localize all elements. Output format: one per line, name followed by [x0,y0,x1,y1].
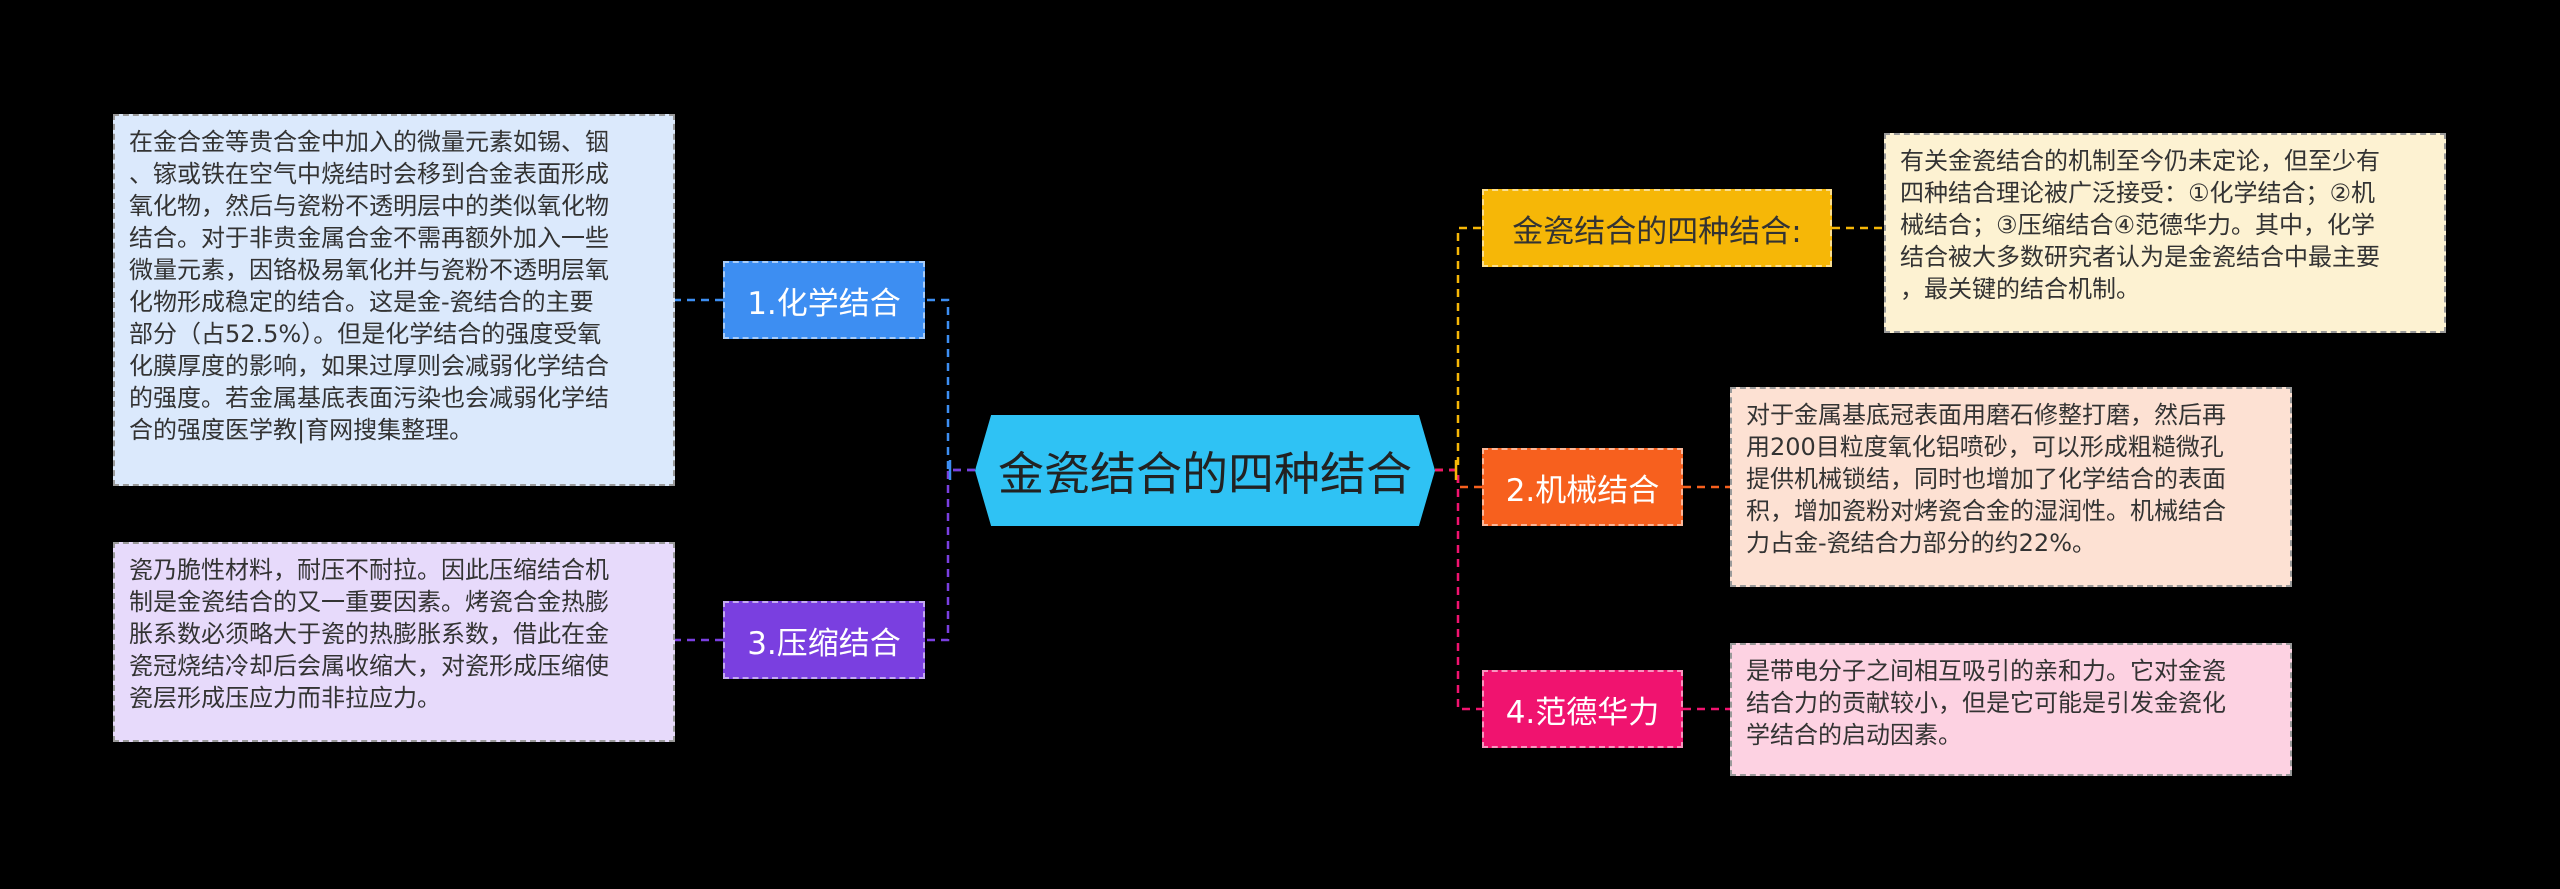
note-line: 积，增加瓷粉对烤瓷合金的湿润性。机械结合 [1746,497,2226,525]
note-line: 力占金-瓷结合力部分的约22%。 [1746,529,2097,557]
branch-van-der-waals[interactable]: 4.范德华力 [1482,670,1683,748]
note-line: 瓷层形成压应力而非拉应力。 [129,684,441,712]
central-topic-label: 金瓷结合的四种结合 [998,446,1412,501]
note-line: 瓷冠烧结冷却后会属收缩大，对瓷形成压缩使 [129,652,609,680]
note-line: 瓷乃脆性材料，耐压不耐拉。因此压缩结合机 [129,556,609,584]
note-line: 化物形成稳定的结合。这是金-瓷结合的主要 [129,288,594,316]
note-line: 结合。对于非贵金属合金不需再额外加入一些 [129,224,609,252]
note-line: 的强度。若金属基底表面污染也会减弱化学结 [129,384,609,412]
note-chemical-bond: 在金合金等贵合金中加入的微量元素如锡、铟 、镓或铁在空气中烧结时会移到合金表面形… [113,114,675,486]
note-line: 、镓或铁在空气中烧结时会移到合金表面形成 [129,160,609,188]
note-line: 氧化物，然后与瓷粉不透明层中的类似氧化物 [129,192,609,220]
central-topic[interactable]: 金瓷结合的四种结合 [975,415,1435,526]
note-compression-bond: 瓷乃脆性材料，耐压不耐拉。因此压缩结合机 制是金瓷结合的又一重要因素。烤瓷合金热… [113,542,675,742]
note-line: 有关金瓷结合的机制至今仍未定论，但至少有 [1900,147,2380,175]
note-line: 提供机械锁结，同时也增加了化学结合的表面 [1746,465,2226,493]
note-line: 用200目粒度氧化铝喷砂，可以形成粗糙微孔 [1746,433,2224,461]
note-line: ，最关键的结合机制。 [1900,275,2140,303]
branch-mechanical-bond-label: 2.机械结合 [1505,472,1660,509]
note-line: 化膜厚度的影响，如果过厚则会减弱化学结合 [129,352,609,380]
branch-mechanical-bond[interactable]: 2.机械结合 [1482,448,1683,526]
note-line: 结合力的贡献较小，但是它可能是引发金瓷化 [1746,689,2226,717]
note-line: 对于金属基底冠表面用磨石修整打磨，然后再 [1746,401,2226,429]
branch-van-der-waals-label: 4.范德华力 [1505,694,1660,731]
note-line: 微量元素，因铬极易氧化并与瓷粉不透明层氧 [129,256,609,284]
note-line: 四种结合理论被广泛接受：①化学结合；②机 [1900,179,2376,207]
link-center-summary [1435,226,1482,472]
link-center-chemical [923,298,975,472]
note-van-der-waals: 是带电分子之间相互吸引的亲和力。它对金瓷 结合力的贡献较小，但是它可能是引发金瓷… [1730,643,2292,776]
branch-summary[interactable]: 金瓷结合的四种结合: [1482,189,1832,267]
note-summary: 有关金瓷结合的机制至今仍未定论，但至少有 四种结合理论被广泛接受：①化学结合；②… [1884,133,2446,333]
note-line: 部分（占52.5%）。但是化学结合的强度受氧 [129,320,602,348]
note-line: 合的强度医学教|育网搜集整理。 [129,416,474,444]
branch-compression-bond[interactable]: 3.压缩结合 [723,601,925,679]
note-line: 胀系数必须略大于瓷的热膨胀系数，借此在金 [129,620,609,648]
note-line: 结合被大多数研究者认为是金瓷结合中最主要 [1900,243,2380,271]
branch-chemical-bond[interactable]: 1.化学结合 [723,261,925,339]
note-line: 制是金瓷结合的又一重要因素。烤瓷合金热膨 [129,588,609,616]
note-line: 是带电分子之间相互吸引的亲和力。它对金瓷 [1746,657,2226,685]
branch-chemical-bond-label: 1.化学结合 [747,285,901,322]
link-center-vdw [1435,468,1482,711]
branch-summary-label: 金瓷结合的四种结合: [1512,213,1802,250]
branch-compression-bond-label: 3.压缩结合 [747,625,901,662]
link-center-compression [923,468,975,642]
note-line: 学结合的启动因素。 [1746,721,1962,749]
note-line: 在金合金等贵合金中加入的微量元素如锡、铟 [129,128,609,156]
note-line: 械结合；③压缩结合④范德华力。其中，化学 [1900,211,2376,239]
note-mechanical-bond: 对于金属基底冠表面用磨石修整打磨，然后再 用200目粒度氧化铝喷砂，可以形成粗糙… [1730,387,2292,587]
